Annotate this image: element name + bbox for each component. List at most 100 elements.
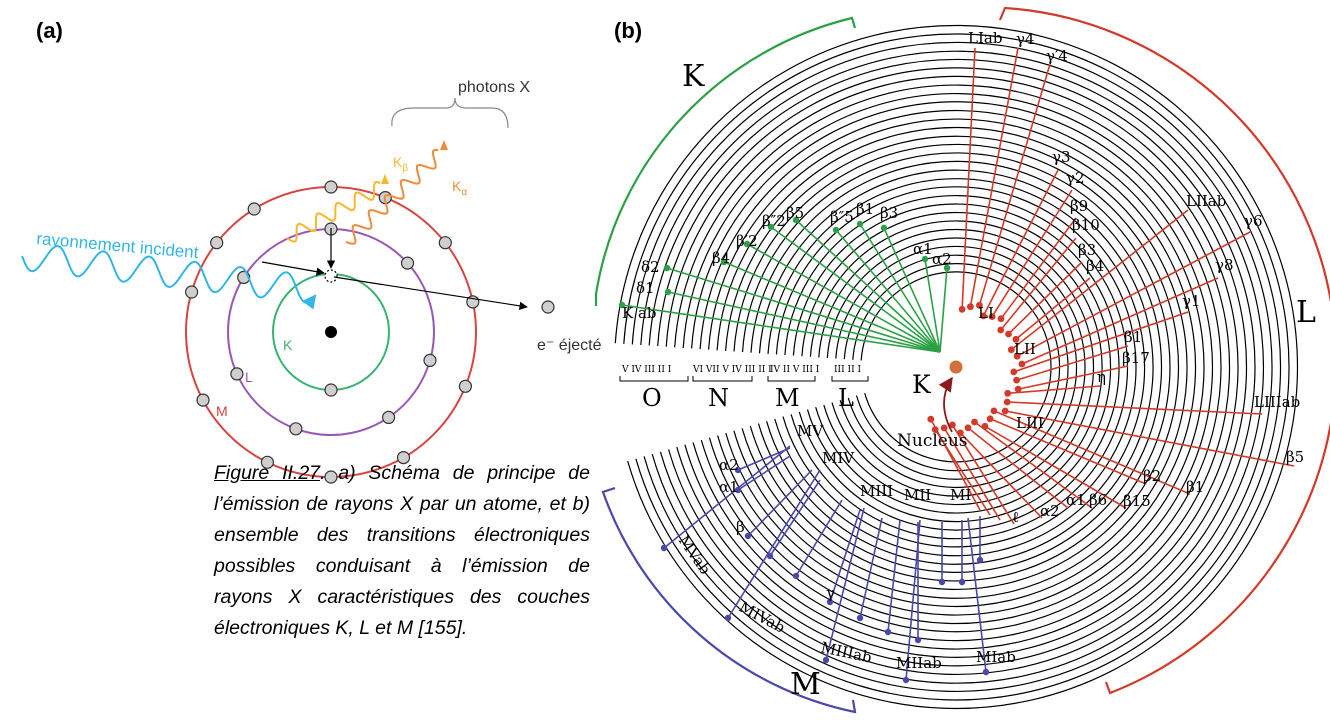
energy-arc bbox=[657, 67, 1256, 667]
l-transition-line bbox=[951, 424, 1015, 525]
l-transition-line bbox=[1000, 217, 1077, 320]
energy-arc bbox=[725, 135, 1188, 599]
k-beta2pp-label: β″2 bbox=[762, 212, 786, 230]
l-transition-dot bbox=[1018, 360, 1026, 368]
l-beta1-label: β1 bbox=[1124, 328, 1142, 346]
energy-arc bbox=[860, 271, 1052, 463]
energy-arc bbox=[665, 75, 1248, 658]
k-series-bracket bbox=[594, 16, 857, 306]
k-transition-dot bbox=[921, 255, 929, 263]
k-transition-line bbox=[835, 229, 941, 353]
energy-arc bbox=[631, 41, 1282, 693]
l-transition-dot bbox=[1003, 398, 1011, 406]
l-transition-dot bbox=[1007, 346, 1015, 354]
k-transition-dot bbox=[767, 223, 775, 231]
m-ii-label: MII bbox=[904, 486, 931, 504]
energy-arc bbox=[733, 143, 1180, 590]
nucleus bbox=[949, 360, 963, 374]
m-iii-label: MIII bbox=[860, 482, 893, 500]
k-alpha2-label: α2 bbox=[932, 250, 952, 268]
m-series-transitions bbox=[660, 445, 990, 684]
m-v-label: MV bbox=[797, 422, 824, 440]
l-beta3-label: β3 bbox=[1078, 241, 1096, 259]
electron bbox=[324, 180, 338, 194]
m-transition-dot bbox=[884, 628, 892, 636]
panel-a-label: (a) bbox=[36, 18, 63, 43]
group-m-roman: IV II V III I bbox=[770, 365, 820, 375]
m-transition-dot bbox=[958, 578, 966, 586]
m-transition-line bbox=[967, 517, 987, 673]
k-series-transitions bbox=[618, 216, 951, 353]
l-transition-dot bbox=[964, 424, 972, 432]
panel-b-label: (b) bbox=[614, 18, 643, 43]
m-transition-dot bbox=[976, 556, 984, 564]
l-series-bracket bbox=[998, 6, 1330, 695]
m-transition-dot bbox=[744, 532, 752, 540]
figure-caption-text: . a) Schéma de principe de l’émission de… bbox=[214, 462, 590, 639]
l-gamma4-label: γ4 bbox=[1016, 30, 1035, 48]
l-transition-line bbox=[974, 421, 1093, 509]
energy-arc bbox=[648, 58, 1265, 676]
m-transition-line bbox=[825, 507, 865, 661]
l-beta2-label: β2 bbox=[1143, 467, 1161, 485]
k-transition-dot bbox=[832, 226, 840, 234]
panel-b-transition-diagram: K L M K Nucleus V IV III II I VI VII V I… bbox=[594, 6, 1330, 714]
k-transition-line bbox=[723, 261, 941, 353]
k-beta-label: Kβ bbox=[393, 154, 408, 174]
k-transition-dot bbox=[943, 264, 951, 272]
l-transition-line bbox=[1021, 277, 1219, 365]
k-line-labels: K ab δ1 δ2 β4 β′2 β″2 β5 β″5 β1 β3 α1 α2 bbox=[622, 200, 952, 322]
delta1-label: δ1 bbox=[636, 279, 655, 297]
delta2-label: δ2 bbox=[641, 258, 660, 276]
transition-arrow-m bbox=[261, 261, 325, 276]
k-alpha1-label: α1 bbox=[913, 240, 933, 258]
k-transition-dot bbox=[880, 224, 888, 232]
group-o-label: O bbox=[642, 384, 662, 412]
group-l-roman: III II I bbox=[834, 365, 861, 375]
shell-l-label: L bbox=[245, 369, 253, 385]
m-transition-dot bbox=[902, 676, 910, 684]
l3ab-label: LIIIab bbox=[1254, 393, 1300, 411]
electron bbox=[324, 470, 338, 484]
electron bbox=[382, 410, 396, 424]
l-gamma4p-label: γ′4 bbox=[1046, 47, 1068, 65]
energy-arc bbox=[674, 84, 1239, 650]
l-beta4-label: β4 bbox=[1086, 257, 1104, 275]
k-transition-line bbox=[859, 223, 941, 353]
l-series-label: L bbox=[1296, 295, 1316, 330]
figure-caption: Figure II.27. a) Schéma de principe de l… bbox=[214, 458, 590, 644]
energy-level-arcs bbox=[614, 24, 1299, 710]
m-transition-line bbox=[769, 479, 821, 557]
l-transition-dot bbox=[1014, 385, 1022, 393]
l-transition-line bbox=[1007, 261, 1083, 335]
electron bbox=[400, 256, 415, 270]
m-transition-dot bbox=[724, 614, 732, 622]
l-transition-dot bbox=[958, 305, 966, 313]
k-transition-line bbox=[883, 227, 941, 353]
m-transition-line bbox=[663, 445, 791, 549]
m-transition-line bbox=[747, 469, 813, 537]
electron bbox=[247, 202, 261, 216]
l-transition-line bbox=[1016, 345, 1129, 381]
m-transition-dot bbox=[660, 544, 668, 552]
l-transition-dot bbox=[988, 313, 996, 320]
m-transition-line bbox=[737, 447, 791, 471]
l-transition-dot bbox=[990, 407, 998, 415]
energy-arc bbox=[716, 126, 1197, 608]
k-transition-line bbox=[939, 267, 948, 353]
k-alpha-wave bbox=[345, 148, 439, 245]
l-transition-dot bbox=[1013, 376, 1020, 384]
l-transition-line bbox=[1007, 401, 1263, 415]
m-transition-dot bbox=[982, 668, 990, 676]
energy-arc bbox=[758, 169, 1154, 565]
l-series-transitions bbox=[927, 47, 1295, 525]
m-transition-dot bbox=[734, 466, 742, 474]
l1ab-label: LIab bbox=[968, 29, 1002, 47]
k-beta-wave bbox=[286, 180, 381, 243]
l-transition-dot bbox=[997, 315, 1005, 323]
k-transition-dot bbox=[856, 220, 864, 228]
m-transition-dot bbox=[826, 598, 834, 606]
m-transition-dot bbox=[792, 572, 800, 580]
l-transition-dot bbox=[927, 415, 935, 423]
shell-m-label: M bbox=[216, 403, 228, 419]
